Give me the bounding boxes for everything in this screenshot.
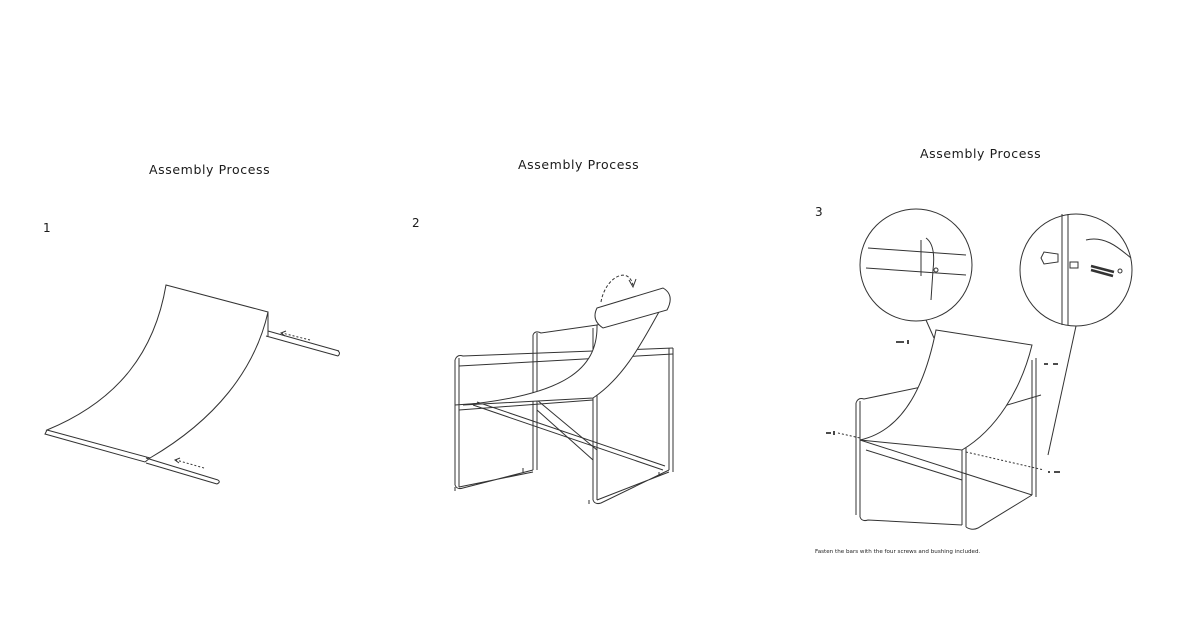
detail-circle-right — [1020, 214, 1132, 326]
panel-step-2: Assembly Process 2 — [393, 0, 786, 638]
arrow-top — [282, 333, 310, 340]
fabric-sling — [860, 330, 1032, 450]
panel-title: Assembly Process — [149, 162, 271, 177]
panel-step-1: Assembly Process 1 — [0, 0, 393, 638]
chair-frame-illustration — [393, 0, 786, 638]
panel-title: Assembly Process — [518, 157, 640, 172]
panel-step-3: Assembly Process 3 Fasten the bars with … — [786, 0, 1179, 638]
bottom-bar — [146, 458, 219, 484]
panel-title: Assembly Process — [920, 146, 1042, 161]
arrow-bottom — [176, 460, 204, 468]
instruction-caption: Fasten the bars with the four screws and… — [815, 549, 981, 555]
fabric-sling — [47, 285, 268, 458]
step-number: 3 — [815, 205, 823, 219]
screw — [1091, 266, 1114, 276]
fabric-sling — [463, 305, 663, 405]
sling-and-bars-illustration — [0, 0, 393, 638]
top-bar — [266, 331, 340, 356]
fastening-illustration — [786, 0, 1179, 638]
step-number: 2 — [412, 216, 420, 230]
step-number: 1 — [43, 221, 51, 235]
detail-circle-left — [860, 209, 972, 321]
rotate-arrow — [601, 275, 633, 302]
